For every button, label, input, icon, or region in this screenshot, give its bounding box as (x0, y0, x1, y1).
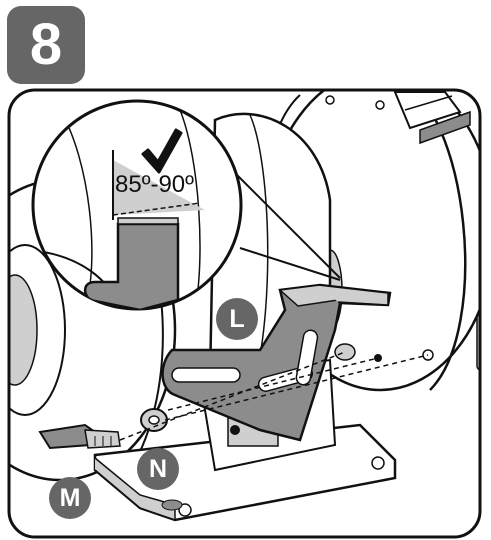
angle-label: 85º-90º (115, 171, 194, 198)
alignment-lines (119, 351, 429, 441)
callout-m: M (49, 477, 91, 519)
eye-shield-bracket (393, 91, 471, 145)
zoom-detail (31, 99, 243, 311)
callout-n: N (137, 448, 179, 490)
tool-rest-bracket (161, 283, 392, 442)
frame-border (7, 88, 482, 539)
zoom-leader (231, 169, 341, 281)
washer (140, 408, 168, 432)
check-icon (141, 128, 183, 174)
step-badge: 8 (7, 6, 85, 84)
mounting-studs (334, 343, 434, 362)
knob-bolt (38, 423, 121, 450)
callout-l: L (216, 298, 258, 340)
step-number: 8 (29, 12, 63, 77)
